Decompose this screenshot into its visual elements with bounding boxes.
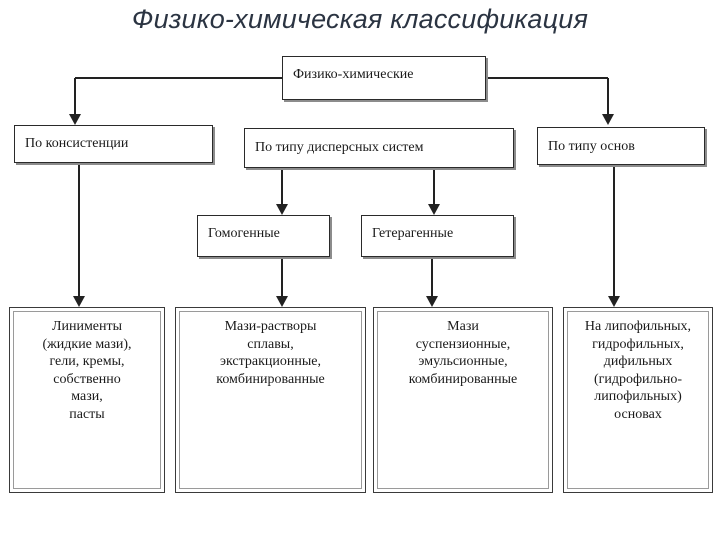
- leaf-consistency-text: Линименты (жидкие мази), гели, кремы, со…: [42, 319, 132, 422]
- subcategory-heterogeneous-label: Гетерагенные: [372, 226, 454, 241]
- category-bases: По типу основ: [537, 127, 705, 165]
- category-consistency: По консистенции: [14, 125, 213, 163]
- leaf-bases: На липофильных, гидрофильных, дифильных …: [563, 307, 713, 493]
- root-node: Физико-химические: [282, 56, 486, 100]
- subcategory-heterogeneous: Гетерагенные: [361, 215, 514, 257]
- arrow-to-bases: [602, 114, 614, 125]
- subcategory-homogeneous-label: Гомогенные: [208, 226, 280, 241]
- leaf-homogeneous-text: Мази-растворы сплавы, экстракционные, ко…: [216, 319, 325, 387]
- arrow-to-heterogeneous: [428, 204, 440, 215]
- arrow-homogeneous-leaf: [276, 296, 288, 307]
- category-disperse: По типу дисперсных систем: [244, 128, 514, 168]
- leaf-homogeneous: Мази-растворы сплавы, экстракционные, ко…: [175, 307, 366, 493]
- leaf-heterogeneous: Мази суспензионные, эмульсионные, комбин…: [373, 307, 553, 493]
- arrow-bases-leaf: [608, 296, 620, 307]
- page-title: Физико-химическая классификация: [131, 4, 589, 34]
- arrow-consistency-leaf: [73, 296, 85, 307]
- category-bases-label: По типу основ: [548, 139, 635, 154]
- subcategory-homogeneous: Гомогенные: [197, 215, 330, 257]
- arrow-to-consistency: [69, 114, 81, 125]
- root-node-label: Физико-химические: [293, 67, 414, 82]
- arrow-heterogeneous-leaf: [426, 296, 438, 307]
- leaf-bases-text: На липофильных, гидрофильных, дифильных …: [584, 319, 692, 422]
- category-disperse-label: По типу дисперсных систем: [255, 140, 424, 155]
- leaf-consistency: Линименты (жидкие мази), гели, кремы, со…: [9, 307, 165, 493]
- category-consistency-label: По консистенции: [25, 136, 129, 151]
- arrow-to-homogeneous: [276, 204, 288, 215]
- leaf-heterogeneous-text: Мази суспензионные, эмульсионные, комбин…: [408, 319, 518, 387]
